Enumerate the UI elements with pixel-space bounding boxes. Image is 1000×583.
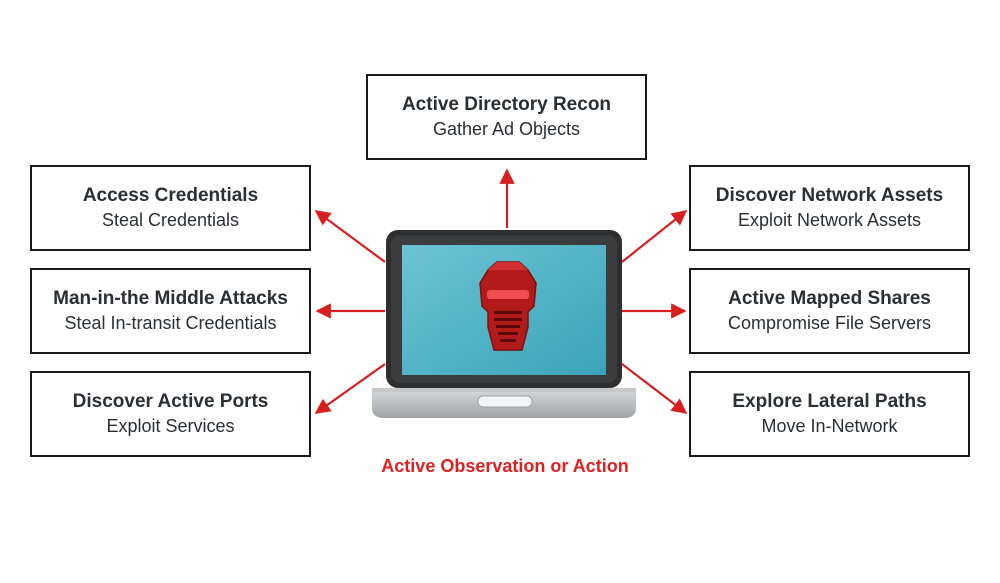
- node-title: Explore Lateral Paths: [732, 391, 927, 412]
- node-active-mapped-shares: Active Mapped Shares Compromise File Ser…: [689, 268, 970, 354]
- node-subtitle: Move In-Network: [761, 416, 898, 436]
- node-explore-lateral-paths: Explore Lateral Paths Move In-Network: [689, 371, 970, 457]
- arrow-right3: [621, 363, 688, 414]
- node-discover-network-assets: Discover Network Assets Exploit Network …: [689, 165, 970, 251]
- arrow-left3: [314, 363, 386, 414]
- node-access-credentials: Access Credentials Steal Credentials: [30, 165, 311, 251]
- node-subtitle: Steal In-transit Credentials: [64, 313, 277, 333]
- node-title: Man-in-the Middle Attacks: [53, 288, 288, 309]
- node-discover-active-ports: Discover Active Ports Exploit Services: [30, 371, 311, 457]
- diagram-caption: Active Observation or Action: [381, 456, 629, 476]
- node-subtitle: Exploit Services: [106, 416, 235, 436]
- node-title: Active Directory Recon: [401, 94, 612, 115]
- node-subtitle: Compromise File Servers: [727, 313, 932, 333]
- arrow-right1: [621, 210, 688, 263]
- node-active-directory-recon: Active Directory Recon Gather Ad Objects: [366, 74, 647, 160]
- node-subtitle: Gather Ad Objects: [432, 119, 581, 139]
- arrow-left1: [314, 210, 386, 263]
- node-subtitle: Steal Credentials: [101, 210, 240, 230]
- node-title: Discover Network Assets: [715, 185, 944, 206]
- arrows: [314, 168, 688, 414]
- node-subtitle: Exploit Network Assets: [737, 210, 922, 230]
- node-title: Access Credentials: [82, 185, 259, 206]
- robot-head-icon: [479, 261, 537, 351]
- node-title: Active Mapped Shares: [728, 288, 931, 309]
- node-man-in-the-middle: Man-in-the Middle Attacks Steal In-trans…: [30, 268, 311, 354]
- node-title: Discover Active Ports: [72, 391, 269, 412]
